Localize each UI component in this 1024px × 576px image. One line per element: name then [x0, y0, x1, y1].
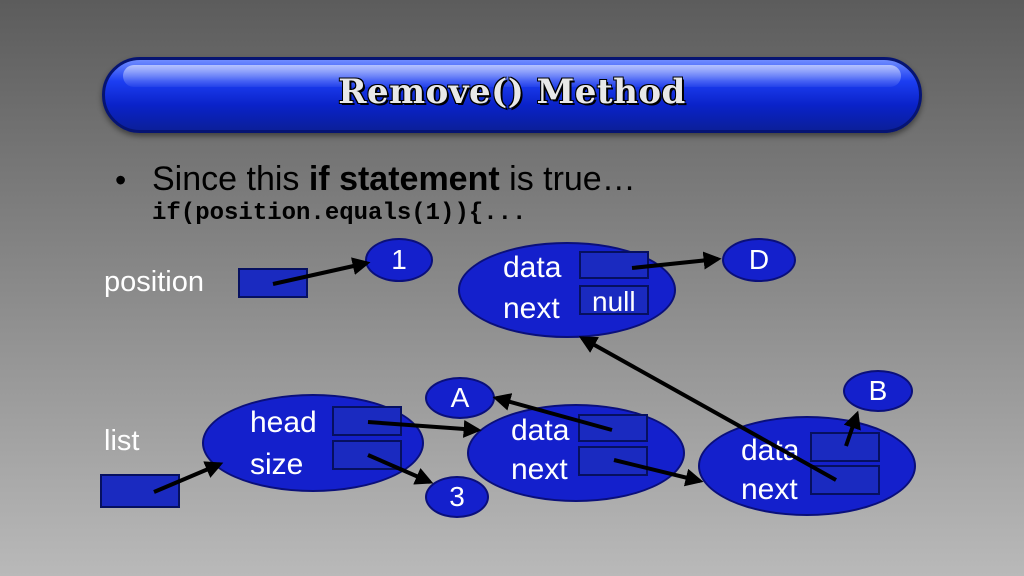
position-pointer-box — [238, 268, 308, 298]
list-pointer-box — [100, 474, 180, 508]
node-a-data-label: data — [511, 414, 570, 447]
arrow-node-a-data-to-a — [492, 393, 613, 432]
arrow-head-to-node-a — [367, 419, 482, 438]
bubble-d: D — [722, 238, 796, 282]
arrow-removed-data-to-d — [631, 251, 722, 270]
node-b-data-label: data — [741, 434, 800, 467]
size-value-bubble: 3 — [425, 476, 489, 518]
removed-node-null: null — [592, 286, 636, 317]
list-node-head-label: head — [250, 406, 317, 439]
arrow-list-to-node — [153, 461, 224, 494]
bullet-marker: • — [115, 162, 127, 198]
node-b-data-box — [810, 432, 880, 462]
position-value-bubble: 1 — [365, 238, 433, 282]
code-snippet: if(position.equals(1)){... — [152, 200, 527, 227]
title-bar: Remove() Method — [102, 57, 922, 133]
bullet-text: Since this if statement is true… — [152, 160, 636, 199]
bubble-b: B — [843, 370, 913, 412]
removed-node-data-label: data — [503, 251, 562, 284]
list-node-head-box — [332, 406, 402, 436]
removed-node-data-box — [579, 251, 649, 279]
arrow-size-to-3 — [367, 453, 434, 485]
bullet-text-post: is true… — [499, 160, 636, 198]
arrow-position-to-1 — [272, 257, 371, 286]
node-a-next-box — [578, 446, 648, 476]
arrow-node-b-next-to-removed — [578, 336, 837, 482]
node-a-data-box — [578, 414, 648, 442]
arrow-node-a-next-to-node-b — [613, 458, 704, 487]
node-b-next-label: next — [741, 473, 798, 506]
removed-node-next-label: next — [503, 292, 560, 325]
position-label: position — [104, 266, 204, 298]
removed-node-next-box — [579, 285, 649, 315]
bullet-text-bold: if statement — [308, 160, 500, 198]
node-a-next-label: next — [511, 453, 568, 486]
arrow-node-b-data-to-b — [843, 410, 861, 447]
list-label: list — [104, 425, 140, 457]
bullet-text-pre: Since this — [152, 160, 309, 198]
list-node-size-label: size — [250, 448, 304, 481]
bubble-a: A — [425, 377, 495, 419]
slide-title: Remove() Method — [338, 72, 686, 112]
